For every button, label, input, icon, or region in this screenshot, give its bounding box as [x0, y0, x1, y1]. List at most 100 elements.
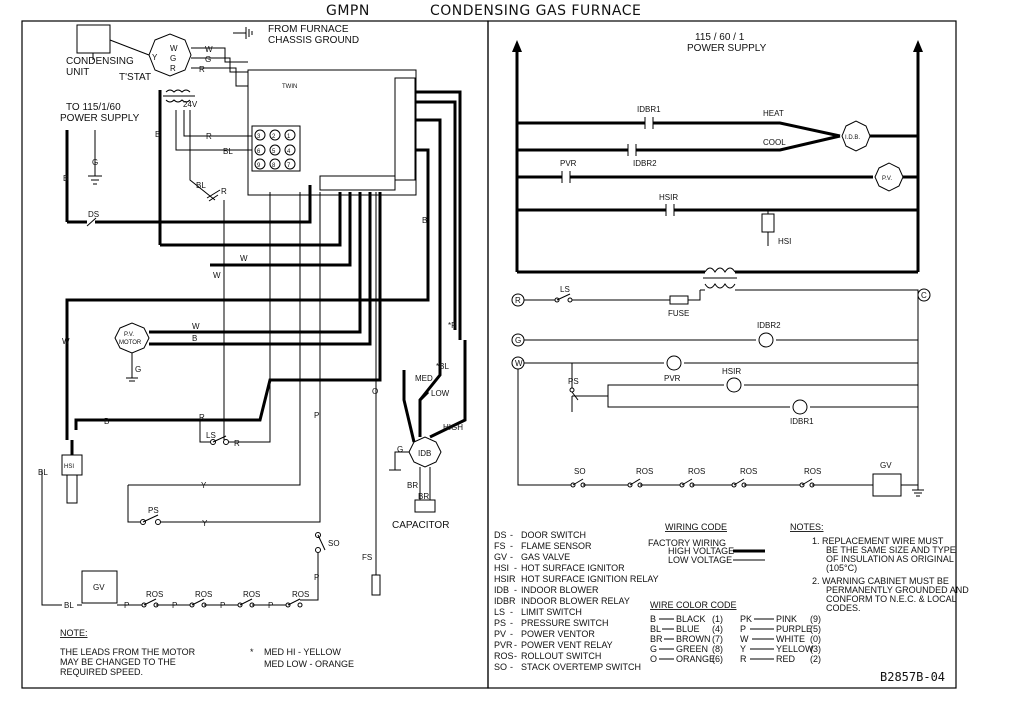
pin-6: 6	[257, 149, 261, 155]
legend-code-6: IDB	[494, 585, 509, 595]
legend-code-8: LS	[494, 607, 505, 617]
legend-code-12: ROS	[494, 651, 514, 661]
legend-desc-12: ROLLOUT SWITCH	[521, 651, 601, 661]
wire-bl-gv: BL	[38, 468, 48, 477]
pv-motor-label-1: P.V.	[124, 332, 134, 338]
ros-chain-left: ROS ROS ROS ROS P P P P	[117, 590, 309, 610]
note1-line1: 1. REPLACEMENT WIRE MUST	[812, 536, 944, 546]
nine-pin-plug	[251, 125, 301, 172]
legend-desc-2: FLAME SENSOR	[521, 541, 592, 551]
pv-motor-label-2: MOTOR	[119, 340, 142, 346]
wire-w-1: W	[240, 254, 248, 263]
note1-line2: BE THE SAME SIZE AND TYPE	[826, 545, 956, 555]
wire-b-right: B	[422, 216, 427, 225]
capacitor-label: CAPACITOR	[392, 520, 449, 531]
wc-code-w: W	[740, 634, 749, 644]
wire-y-2: Y	[202, 519, 208, 528]
node-w-label: W	[515, 359, 523, 368]
star-bl-label: *BL	[436, 362, 449, 371]
gv-label-left: GV	[93, 583, 105, 592]
wire-w-2: W	[213, 271, 221, 280]
fs-label: FS	[362, 553, 372, 562]
wire-r-ls2: R	[234, 439, 240, 448]
hsi-ladder-label: HSI	[778, 237, 791, 246]
pvr-coil	[666, 355, 682, 371]
svg-text:-: -	[510, 607, 513, 617]
wire-p-3: P	[220, 601, 225, 610]
cool-label: COOL	[763, 138, 786, 147]
ros-ladder-3: ROS	[740, 467, 757, 476]
pin-7: 7	[287, 163, 291, 169]
svg-text:-: -	[510, 662, 513, 672]
legend-desc-10: POWER VENTOR	[521, 629, 595, 639]
wc-code-y: Y	[740, 644, 746, 654]
wire-bl-ground: BL	[196, 181, 206, 190]
diagram-title: CONDENSING GAS FURNACE	[430, 3, 642, 19]
note2-line4: CODES.	[826, 603, 861, 613]
wc-name-pink: PINK	[776, 614, 797, 624]
model-title: GMPN	[326, 3, 370, 19]
low-label: LOW	[431, 389, 450, 398]
idb-label: IDB	[418, 449, 431, 458]
ros-ladder-2: ROS	[688, 467, 705, 476]
note1-line3: OF INSULATION AS ORIGINAL	[826, 554, 954, 564]
ps-ladder-label: PS	[568, 377, 579, 386]
condensing-unit-label-1: CONDENSING	[66, 56, 134, 67]
pin-2: 2	[272, 134, 276, 140]
note2-line1: 2. WARNING CABINET MUST BE	[812, 576, 949, 586]
twin-label: TWIN	[282, 84, 297, 90]
wc-num-6: (6)	[712, 654, 723, 664]
svg-text:-: -	[514, 585, 517, 595]
legend-code-11: PVR	[494, 640, 513, 650]
note-title: NOTE:	[60, 628, 88, 638]
so-label: SO	[328, 539, 340, 548]
wire-g-top: G	[205, 55, 211, 64]
legend-desc-11: POWER VENT RELAY	[521, 640, 613, 650]
wire-b-power: B	[63, 174, 68, 183]
wc-num-4: (4)	[712, 624, 723, 634]
wire-r-plug: R	[206, 132, 212, 141]
wc-num-7: (7)	[712, 634, 723, 644]
wire-b-hsi: B	[104, 417, 109, 426]
hsi-ladder-element	[761, 213, 775, 233]
wire-r-top: R	[199, 65, 205, 74]
tstat-g: G	[170, 54, 176, 63]
ladder-power-1: 115 / 60 / 1	[695, 32, 745, 43]
wc-name-blue: BLUE	[676, 624, 700, 634]
ls-label: LS	[206, 431, 216, 440]
node-c-label: C	[921, 291, 927, 300]
legend-desc-9: PRESSURE SWITCH	[521, 618, 609, 628]
condensing-unit-box	[76, 24, 111, 54]
wire-r-ls: R	[199, 413, 205, 422]
heat-label: HEAT	[763, 109, 784, 118]
idbr1-label: IDBR1	[637, 105, 661, 114]
wire-b-pv: B	[192, 334, 197, 343]
svg-text:-: -	[514, 651, 517, 661]
power-supply-label-1: TO 115/1/60	[66, 102, 121, 113]
idbr2-coil	[758, 332, 774, 348]
board-terminal-strip	[394, 77, 416, 181]
pin-8: 8	[272, 163, 276, 169]
wc-code-pk: PK	[740, 614, 752, 624]
pin-9: 9	[257, 163, 261, 169]
fuse-label: FUSE	[668, 309, 689, 318]
ros-left-2: ROS	[195, 590, 212, 599]
hsi-label: HSI	[64, 464, 74, 470]
ros-left-1: ROS	[146, 590, 163, 599]
legend-code-10: PV	[494, 629, 506, 639]
high-label: HIGH	[443, 423, 463, 432]
note1-line4: (105°C)	[826, 563, 857, 573]
pin-4: 4	[287, 149, 291, 155]
svg-text:-: -	[514, 640, 517, 650]
idbr1-coil	[792, 399, 808, 415]
idb-motor-symbol	[408, 436, 442, 468]
wc-name-red: RED	[776, 654, 796, 664]
wc-name-white: WHITE	[776, 634, 805, 644]
speed-note-asterisk: *	[250, 647, 254, 657]
wc-code-r: R	[740, 654, 747, 664]
wire-br-2: BR	[418, 492, 429, 501]
svg-text:-: -	[510, 530, 513, 540]
legend-desc-7: INDOOR BLOWER RELAY	[521, 596, 630, 606]
